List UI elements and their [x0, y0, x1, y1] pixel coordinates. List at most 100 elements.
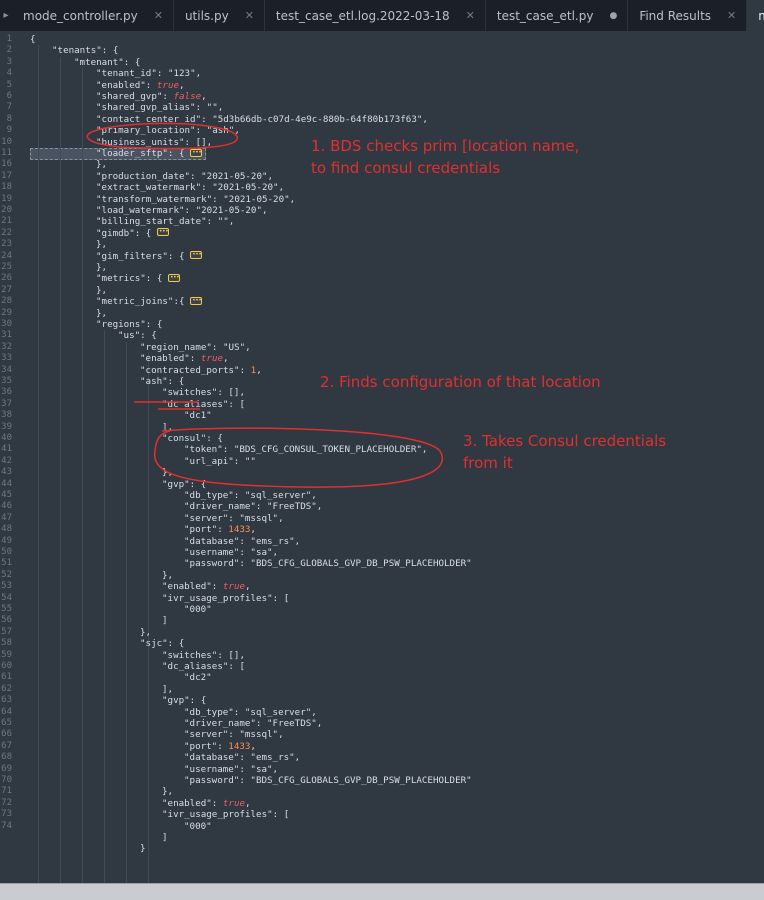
close-icon[interactable]: ✕	[244, 9, 254, 22]
annotation-step-1-line-2: to find consul credentials	[311, 159, 501, 177]
code-line: },	[162, 467, 173, 478]
code-line: "transform_watermark": "2021-05-20",	[96, 194, 295, 205]
code-token: ,	[311, 490, 317, 501]
close-icon[interactable]: ✕	[727, 9, 737, 22]
tab-label: test_case_etl.log.2022-03-18	[275, 8, 450, 23]
tab-label: utils.py	[184, 8, 229, 23]
line-number: 73	[1, 809, 12, 820]
code-line: },	[96, 262, 107, 273]
code-token: :	[233, 706, 245, 718]
code-token: "sql_server"	[244, 706, 312, 718]
code-line: "contact_center_id": "5d3b66db-c07d-4e9c…	[96, 114, 428, 125]
line-number: 54	[1, 592, 12, 603]
tab-0[interactable]: mode_controller.py ✕	[12, 0, 174, 31]
line-number: 33	[1, 353, 12, 364]
code-line: "000"	[184, 604, 212, 615]
line-number: 63	[1, 695, 12, 706]
fold-marker-icon[interactable]	[190, 147, 203, 158]
tab-1[interactable]: utils.py ✕	[174, 0, 265, 31]
annotation-step-3-line-2: from it	[463, 454, 513, 472]
code-token: : {	[134, 227, 157, 239]
code-token: :	[239, 535, 251, 547]
code-token: {	[30, 34, 36, 45]
code-token: },	[96, 307, 108, 319]
code-token: "loader_sftp"	[96, 148, 168, 159]
tab-3[interactable]: test_case_etl.py●	[486, 0, 629, 31]
line-number: 37	[1, 398, 12, 409]
tab-4[interactable]: Find Results✕	[628, 0, 748, 31]
line-number: 22	[1, 227, 12, 238]
code-token: : {	[167, 250, 191, 262]
code-token: "FreeTDS"	[267, 501, 317, 513]
code-line: "enabled": true,	[162, 581, 251, 592]
line-number: 19	[1, 193, 12, 204]
tab-scroll-left-icon[interactable]: ▸	[3, 10, 9, 21]
line-number: 29	[1, 307, 12, 318]
code-token: },	[162, 569, 174, 581]
code-line: "dc_aliases": [	[162, 399, 245, 410]
modified-dot-icon[interactable]: ●	[609, 10, 618, 21]
code-token: : [	[272, 592, 290, 604]
code-token: : [	[228, 661, 245, 672]
code-token: "metrics"	[96, 273, 146, 285]
code-line: "ivr_usage_profiles": [	[162, 593, 289, 604]
annotation-step-1-line-1: 1. BDS checks prim [location name,	[311, 137, 580, 155]
fold-marker-icon[interactable]	[190, 249, 203, 260]
line-number: 26	[1, 273, 12, 284]
line-number: 40	[1, 433, 12, 443]
code-token: "BDS_CFG_GLOBALS_GVP_DB_PSW_PLACEHOLDER"	[250, 775, 472, 786]
line-number: 65	[1, 718, 12, 728]
line-number: 6	[6, 91, 12, 101]
line-number: 53	[1, 581, 12, 592]
code-token: "url_api"	[184, 455, 234, 467]
code-token: ,	[278, 729, 284, 741]
code-token: true	[200, 353, 224, 365]
code-token: : {	[145, 273, 168, 285]
code-token: "port"	[184, 740, 218, 752]
code-line: },	[96, 159, 107, 170]
line-number: 68	[1, 752, 12, 763]
code-line: "region_name": "US",	[140, 342, 251, 353]
code-token: : {	[167, 376, 185, 387]
line-number: 31	[1, 330, 12, 341]
code-token: :	[156, 68, 168, 80]
code-line: },	[162, 570, 173, 581]
code-token: "driver_name"	[184, 718, 256, 729]
code-token: : {	[189, 695, 207, 707]
fold-marker-icon[interactable]	[156, 226, 169, 238]
line-number: 35	[1, 376, 12, 386]
annotation-step-2-line-1: 2. Finds configuration of that location	[320, 373, 601, 391]
code-token: ,	[294, 535, 301, 547]
tab-2[interactable]: test_case_etl.log.2022-03-18 ✕	[265, 0, 486, 31]
code-token: ""	[244, 455, 256, 467]
code-token: "db_type"	[184, 490, 234, 501]
code-token: "metric_joins"	[96, 296, 174, 308]
code-line: "tenants": {	[52, 45, 118, 56]
code-line: "username": "sa",	[184, 547, 278, 558]
tab-5[interactable]: mtenant.json●	[747, 0, 764, 31]
close-icon[interactable]: ✕	[465, 9, 475, 22]
code-token: ,	[256, 364, 262, 376]
code-token: :	[211, 581, 223, 593]
code-token: :	[239, 752, 251, 764]
line-number: 18	[1, 182, 12, 193]
code-token: "000"	[184, 604, 212, 615]
line-number: 28	[1, 296, 12, 307]
code-token: "us"	[118, 330, 141, 342]
code-line: "ivr_usage_profiles": [	[162, 809, 289, 820]
code-token: :{	[173, 296, 191, 308]
code-token: "contact_center_id"	[96, 113, 202, 125]
fold-marker-icon[interactable]	[190, 295, 203, 306]
code-line: "database": "ems_rs",	[184, 752, 300, 763]
code-token: ],	[162, 421, 174, 433]
code-token: ,	[272, 763, 279, 775]
fold-marker-icon[interactable]	[167, 272, 180, 283]
line-number: 58	[1, 638, 12, 649]
code-token: ]	[162, 832, 168, 843]
close-icon[interactable]: ✕	[153, 9, 163, 22]
code-line: ],	[162, 422, 173, 433]
code-token: 1433	[228, 740, 251, 752]
tab-label: mode_controller.py	[23, 8, 138, 23]
code-token: :	[195, 125, 207, 137]
